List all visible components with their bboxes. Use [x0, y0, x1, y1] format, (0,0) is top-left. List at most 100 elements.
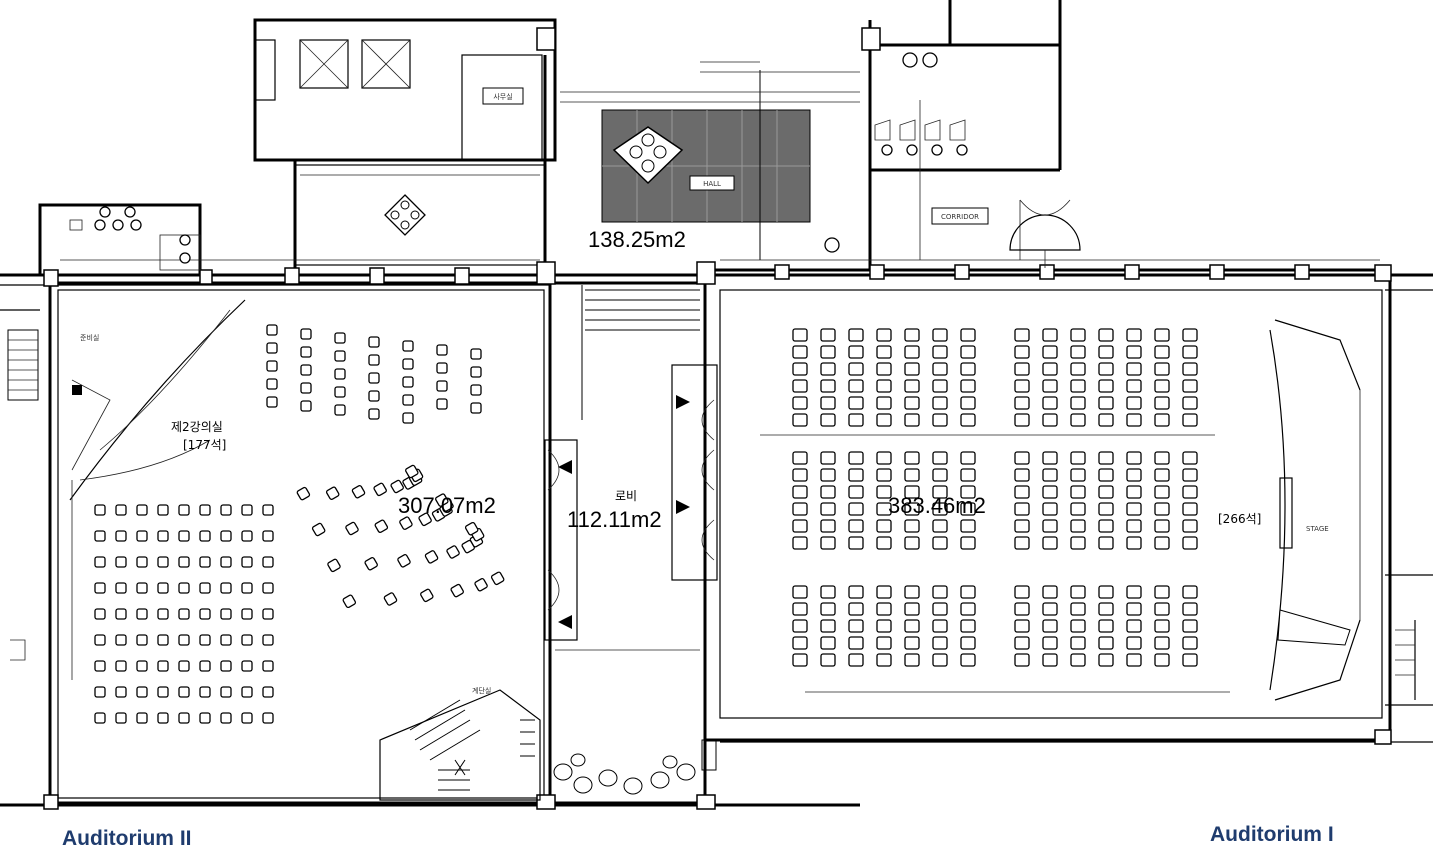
seat — [932, 451, 948, 465]
seat — [1042, 362, 1058, 376]
seat — [94, 504, 106, 516]
seat — [1042, 519, 1058, 533]
seat — [1070, 413, 1086, 427]
seat — [470, 402, 482, 414]
seat — [1042, 345, 1058, 359]
seat — [792, 619, 808, 633]
seat — [932, 379, 948, 393]
seat — [932, 653, 948, 667]
seat — [1182, 345, 1198, 359]
seat — [876, 536, 892, 550]
seat — [1070, 502, 1086, 516]
seat — [904, 396, 920, 410]
seat — [178, 582, 190, 594]
hall-area: HALL — [601, 70, 811, 260]
seat — [300, 364, 312, 376]
seat — [1014, 536, 1030, 550]
seat — [876, 396, 892, 410]
seat — [1098, 413, 1114, 427]
seat — [848, 413, 864, 427]
seat — [490, 571, 505, 586]
seat — [1154, 468, 1170, 482]
seat — [94, 582, 106, 594]
seat — [932, 413, 948, 427]
seat — [115, 582, 127, 594]
seat — [904, 602, 920, 616]
seat — [960, 536, 976, 550]
seat — [820, 602, 836, 616]
seat — [876, 328, 892, 342]
seat — [368, 408, 380, 420]
seat — [960, 468, 976, 482]
seat — [436, 362, 448, 374]
seat — [157, 582, 169, 594]
lobby-label: 로비 — [615, 489, 637, 503]
seat — [1154, 602, 1170, 616]
seat — [792, 396, 808, 410]
seat — [157, 556, 169, 568]
seat — [311, 522, 326, 537]
seat — [1014, 602, 1030, 616]
seat — [1042, 485, 1058, 499]
structural-columns — [43, 27, 1392, 810]
seat — [1098, 602, 1114, 616]
seat — [1098, 619, 1114, 633]
seat — [1126, 396, 1142, 410]
seat — [94, 686, 106, 698]
seat — [220, 660, 232, 672]
seat — [960, 502, 976, 516]
seat — [199, 634, 211, 646]
seat — [241, 686, 253, 698]
seat — [446, 545, 460, 559]
seat — [241, 582, 253, 594]
seat — [820, 519, 836, 533]
seat — [300, 328, 312, 340]
auditorium-1-seats — [792, 328, 1198, 667]
seat — [848, 345, 864, 359]
seat — [1182, 362, 1198, 376]
seat — [1126, 379, 1142, 393]
seat — [1098, 519, 1114, 533]
seat — [1042, 468, 1058, 482]
seat — [1126, 362, 1142, 376]
seat — [178, 504, 190, 516]
seat — [848, 636, 864, 650]
seat — [199, 504, 211, 516]
seat — [345, 521, 359, 536]
seat — [1070, 602, 1086, 616]
seat — [1014, 585, 1030, 599]
seat — [848, 536, 864, 550]
seat — [262, 712, 274, 724]
seat — [1182, 396, 1198, 410]
seat — [199, 608, 211, 620]
seat — [1070, 362, 1086, 376]
seat — [1042, 536, 1058, 550]
seat — [1042, 451, 1058, 465]
seat — [1182, 468, 1198, 482]
seat — [904, 653, 920, 667]
seat — [220, 530, 232, 542]
lobby-area: 112.11m2 — [567, 507, 662, 532]
seat — [262, 556, 274, 568]
seat — [876, 502, 892, 516]
seat — [220, 582, 232, 594]
seat — [1126, 413, 1142, 427]
seat — [792, 653, 808, 667]
seat — [960, 653, 976, 667]
seat — [241, 504, 253, 516]
seat — [904, 345, 920, 359]
seat — [136, 556, 148, 568]
seat — [1098, 396, 1114, 410]
seat — [792, 536, 808, 550]
seat — [848, 519, 864, 533]
seat — [1014, 502, 1030, 516]
seat — [178, 556, 190, 568]
seat — [364, 556, 378, 571]
seat — [1126, 653, 1142, 667]
seat — [932, 536, 948, 550]
seat — [820, 585, 836, 599]
seat — [1126, 451, 1142, 465]
seat — [820, 619, 836, 633]
seat — [820, 328, 836, 342]
